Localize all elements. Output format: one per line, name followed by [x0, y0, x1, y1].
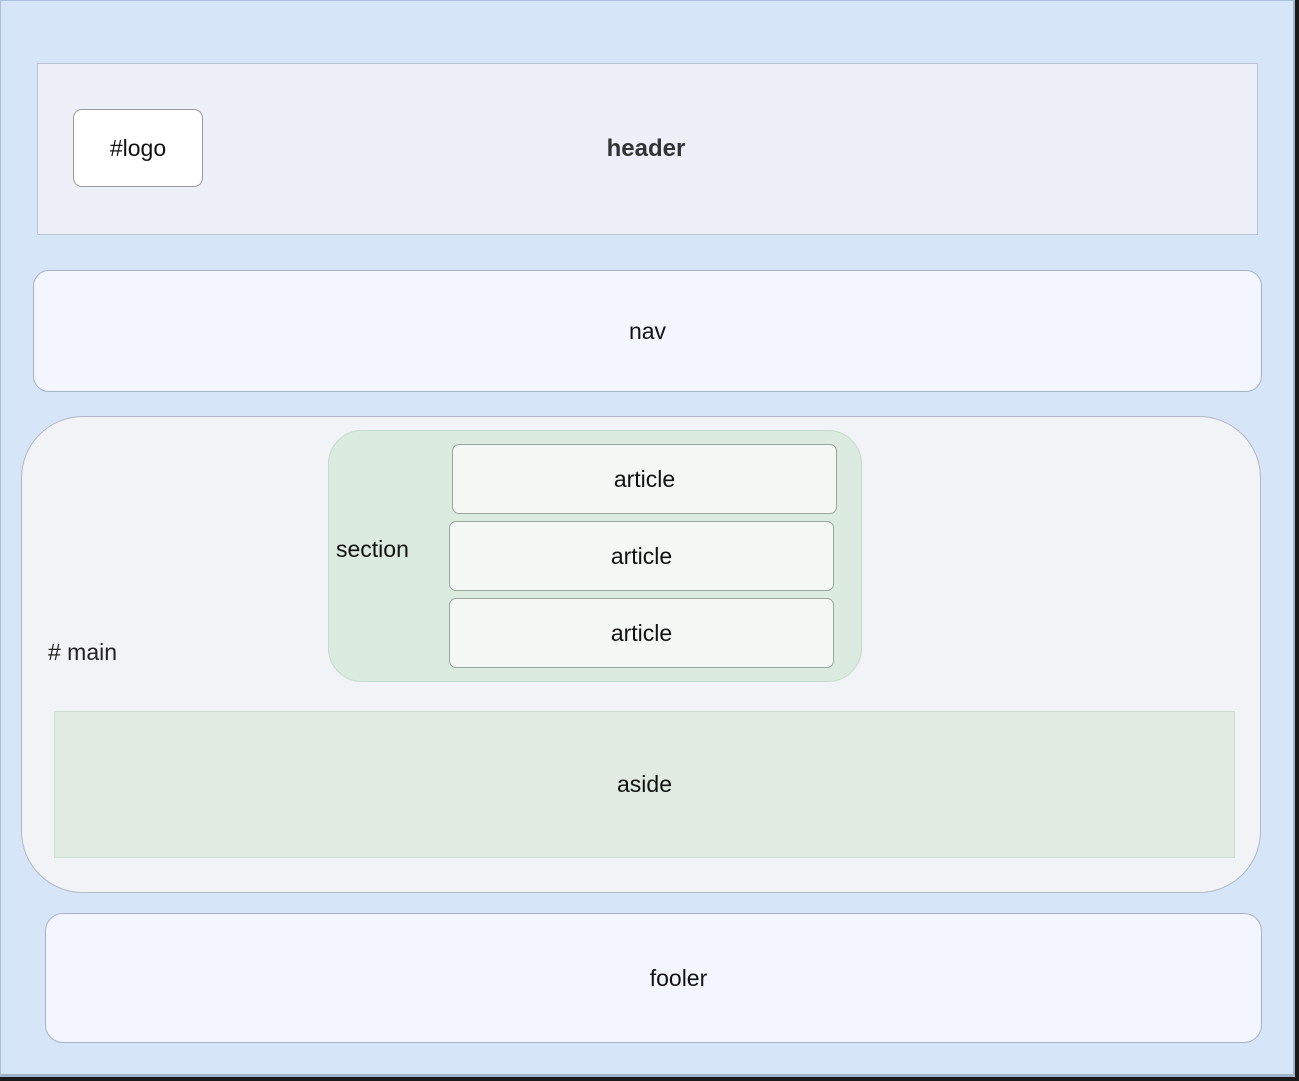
header-label: header [606, 135, 686, 162]
aside-label: aside [617, 771, 672, 797]
main-label: # main [48, 639, 118, 665]
footer-label: fooler [649, 964, 708, 991]
nav-block: nav [33, 270, 1262, 392]
article-label: article [613, 465, 676, 492]
footer-block: fooler [45, 913, 1262, 1043]
logo-block: #logo [73, 109, 203, 187]
article-block: article [452, 444, 837, 514]
article-block: article [449, 598, 834, 668]
header-block [37, 63, 1258, 235]
article-label: article [610, 619, 673, 646]
article-label: article [610, 542, 673, 569]
logo-label: #logo [109, 134, 167, 161]
article-block: article [449, 521, 834, 591]
section-label: section [336, 536, 409, 562]
nav-label: nav [628, 317, 667, 344]
aside-block: aside [54, 711, 1235, 858]
